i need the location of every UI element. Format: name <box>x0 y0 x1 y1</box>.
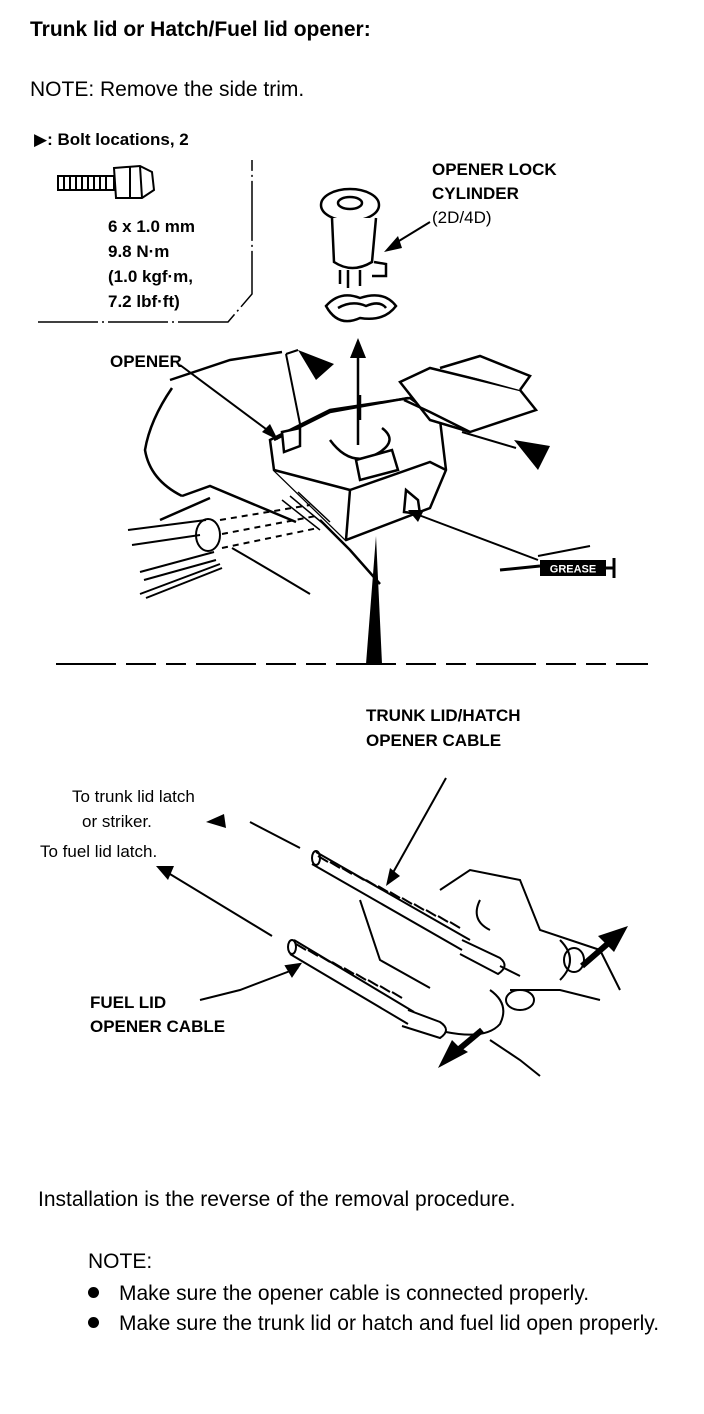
fuel-cable-label: FUEL LID <box>90 993 167 1012</box>
lock-cylinder-label: OPENER LOCK <box>432 160 557 179</box>
to-trunk-latch-label: or striker. <box>82 812 152 831</box>
lock-cylinder-label: CYLINDER <box>432 184 519 203</box>
arrow-icon <box>350 338 366 358</box>
to-fuel-latch-label: To fuel lid latch. <box>40 842 158 861</box>
bolt-spec-line: 7.2 lbf·ft) <box>108 292 180 311</box>
fuel-cable-label: OPENER CABLE <box>90 1017 226 1036</box>
trunk-cable-label: TRUNK LID/HATCH <box>366 706 521 725</box>
direction-arrows <box>438 926 628 1068</box>
section-title: Trunk lid or Hatch/Fuel lid opener: <box>30 18 371 41</box>
bolt-location-marker <box>298 350 334 380</box>
opener-assembly <box>143 350 539 585</box>
bolt-location-marker <box>514 440 550 470</box>
bolt-locations-heading: ▶: Bolt locations, 2 <box>34 130 189 149</box>
bullet-icon <box>88 1286 99 1298</box>
opener-label: OPENER <box>110 352 182 371</box>
bolt-spec-line: 9.8 N·m <box>108 242 170 261</box>
bolt-spec-line: 6 x 1.0 mm <box>108 217 195 236</box>
arrow-icon <box>384 236 402 252</box>
removal-note: NOTE: Remove the side trim. <box>30 78 305 101</box>
cable-diagram <box>287 850 621 1077</box>
install-note-heading: NOTE: <box>88 1250 153 1273</box>
to-trunk-latch-label: To trunk lid latch <box>72 787 195 806</box>
grease-label: GREASE <box>550 564 596 576</box>
bolt-spec-line: (1.0 kgf·m, <box>108 267 194 286</box>
bullet-icon <box>88 1316 99 1328</box>
lock-cylinder-icon <box>319 187 398 323</box>
install-note-item: Make sure the trunk lid or hatch and fue… <box>88 1308 688 1339</box>
install-note-item: Make sure the opener cable is connected … <box>88 1278 688 1309</box>
bolt-icon <box>57 164 156 199</box>
grease-gun-icon: GREASE <box>499 545 616 578</box>
lock-cylinder-model-label: (2D/4D) <box>432 208 492 227</box>
trunk-cable-label: OPENER CABLE <box>366 731 502 750</box>
installation-text: Installation is the reverse of the remov… <box>38 1188 516 1211</box>
